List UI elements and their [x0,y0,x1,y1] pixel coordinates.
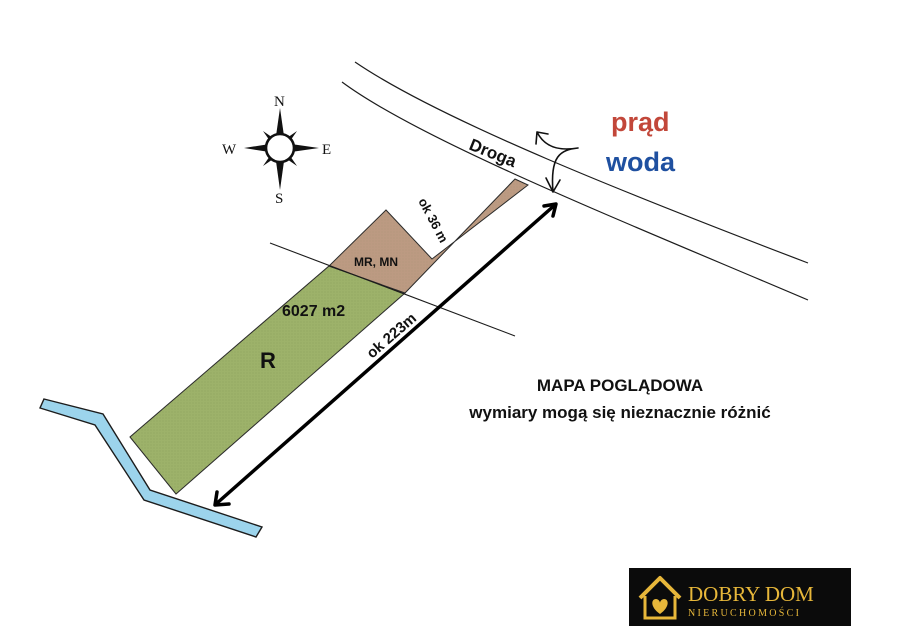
boundary-line [269,242,516,337]
utility-branch-arrow [535,131,579,193]
power-label: prąd [611,107,670,137]
logo-brand: DOBRY DOM [688,582,814,606]
compass-east: E [322,142,331,158]
note-title: MAPA POGLĄDOWA [537,376,703,395]
compass-icon [244,108,319,190]
logo: DOBRY DOM NIERUCHOMOŚCI [629,568,851,626]
access-length-label: ok 36 m [415,195,451,245]
compass-west: W [222,142,237,158]
logo-tagline: NIERUCHOMOŚCI [688,607,801,619]
road-label: Droga [467,135,520,171]
compass-north: N [274,94,285,110]
note-subtitle: wymiary mogą się nieznacznie różnić [468,403,770,422]
compass-south: S [275,191,283,207]
road-edge-lower [341,81,809,301]
house-heart-icon [638,576,682,620]
road-edge-upper [354,61,809,264]
land-class-label: R [260,348,276,373]
river [39,398,264,538]
area-label: 6027 m2 [282,303,345,320]
water-label: woda [605,147,676,177]
length-dimension-arrow [213,202,558,507]
zone-label: MR, MN [354,255,398,269]
